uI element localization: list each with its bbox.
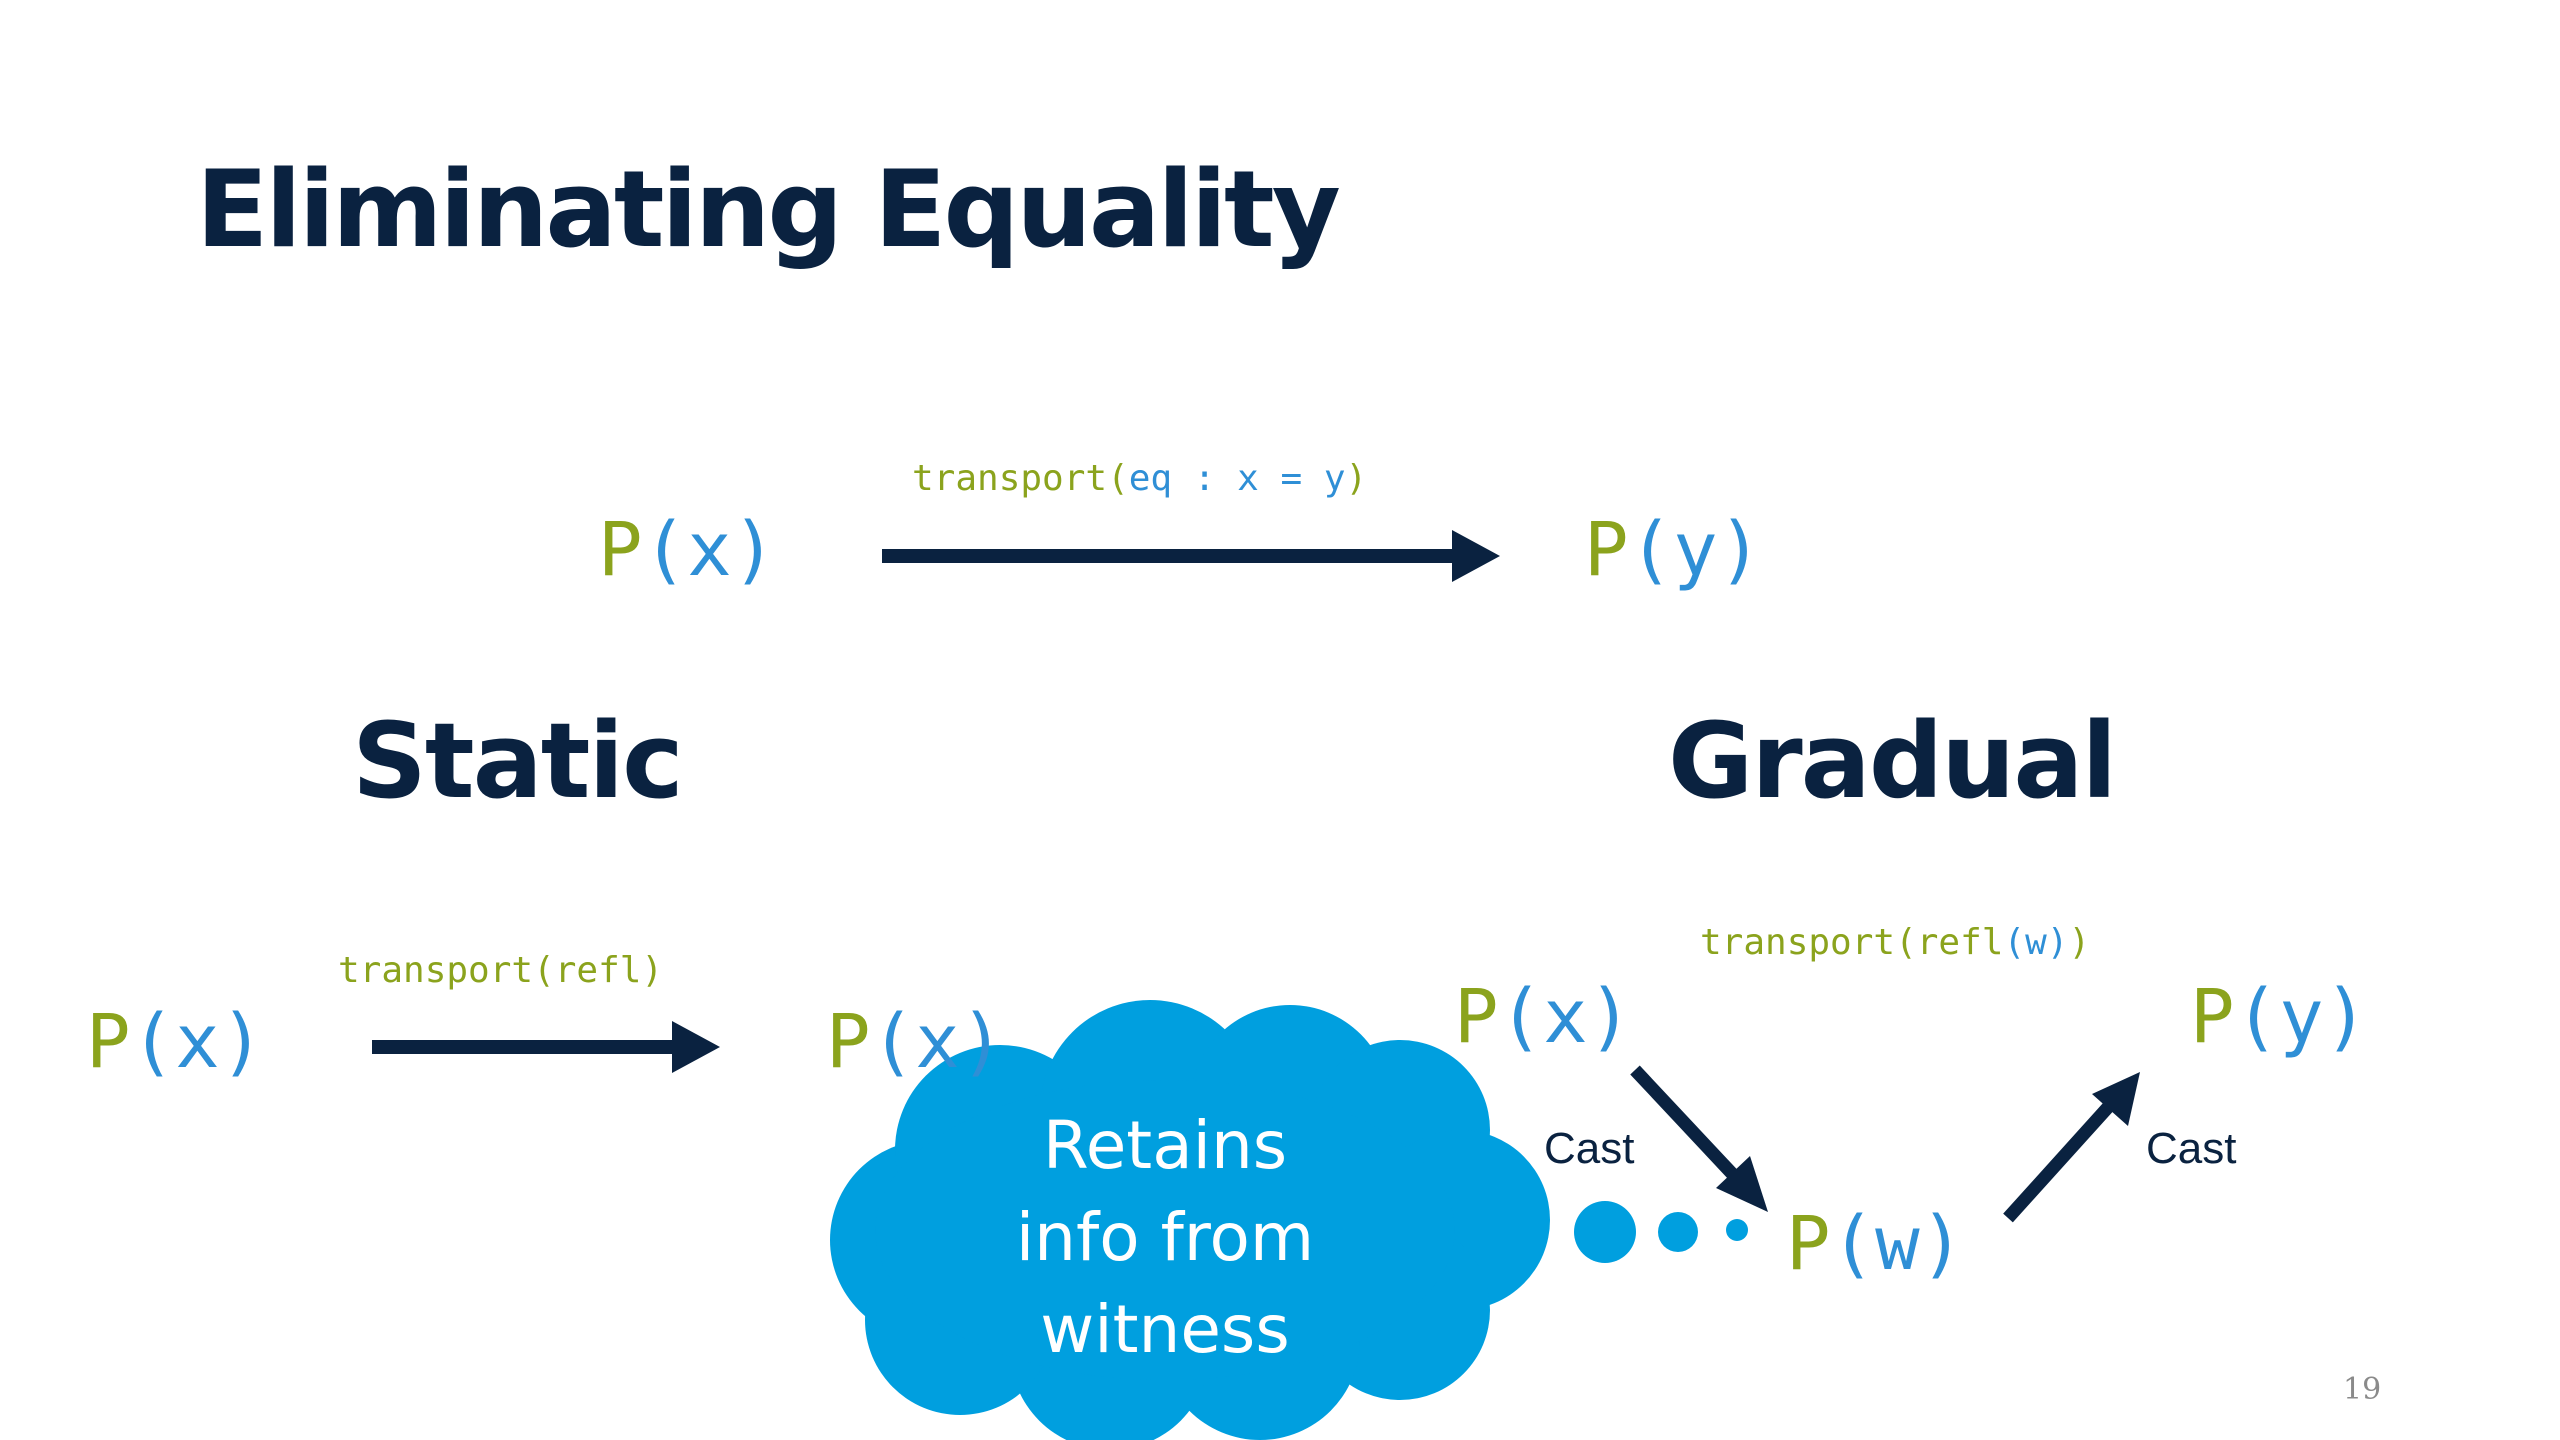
cloud-line: witness: [1040, 1291, 1290, 1368]
top-source-term: P(x): [598, 507, 777, 593]
cast-down-arrow: [1630, 1065, 1768, 1212]
static-target-term: P(x): [826, 999, 1005, 1085]
gradual-source-term: P(x): [1454, 974, 1633, 1060]
gradual-transport-label: transport(refl(w)): [1700, 922, 2091, 963]
cast-label-left: Cast: [1544, 1124, 1635, 1173]
transport-fn-text: transport(: [912, 458, 1129, 499]
cloud-line: Retains: [1042, 1107, 1288, 1184]
thought-bubbles: [1574, 1201, 1748, 1263]
page-number: 19: [2343, 1372, 2382, 1407]
slide-title: Eliminating Equality: [196, 148, 1341, 271]
cast-label-right: Cast: [2146, 1124, 2237, 1173]
static-transport-arrow: [372, 1021, 720, 1073]
gradual-heading: Gradual: [1668, 700, 2117, 822]
cloud-line: info from: [1015, 1199, 1315, 1276]
top-transport-label: transport(eq : x = y): [912, 458, 1367, 499]
cloud-caption: Retains info from witness: [985, 1100, 1345, 1376]
static-source-term: P(x): [86, 999, 265, 1085]
top-transport-arrow: [882, 530, 1500, 582]
label-close-paren: ): [1345, 458, 1368, 499]
equality-witness-text: eq : x = y: [1128, 458, 1346, 499]
static-heading: Static: [352, 700, 684, 822]
top-target-term: P(y): [1584, 507, 1763, 593]
thought-cloud: [830, 1000, 1550, 1440]
gradual-target-term: P(y): [2190, 974, 2369, 1060]
cast-up-arrow: [2003, 1072, 2140, 1223]
static-transport-label: transport(refl): [338, 950, 664, 991]
gradual-middle-term: P(w): [1786, 1201, 1965, 1287]
